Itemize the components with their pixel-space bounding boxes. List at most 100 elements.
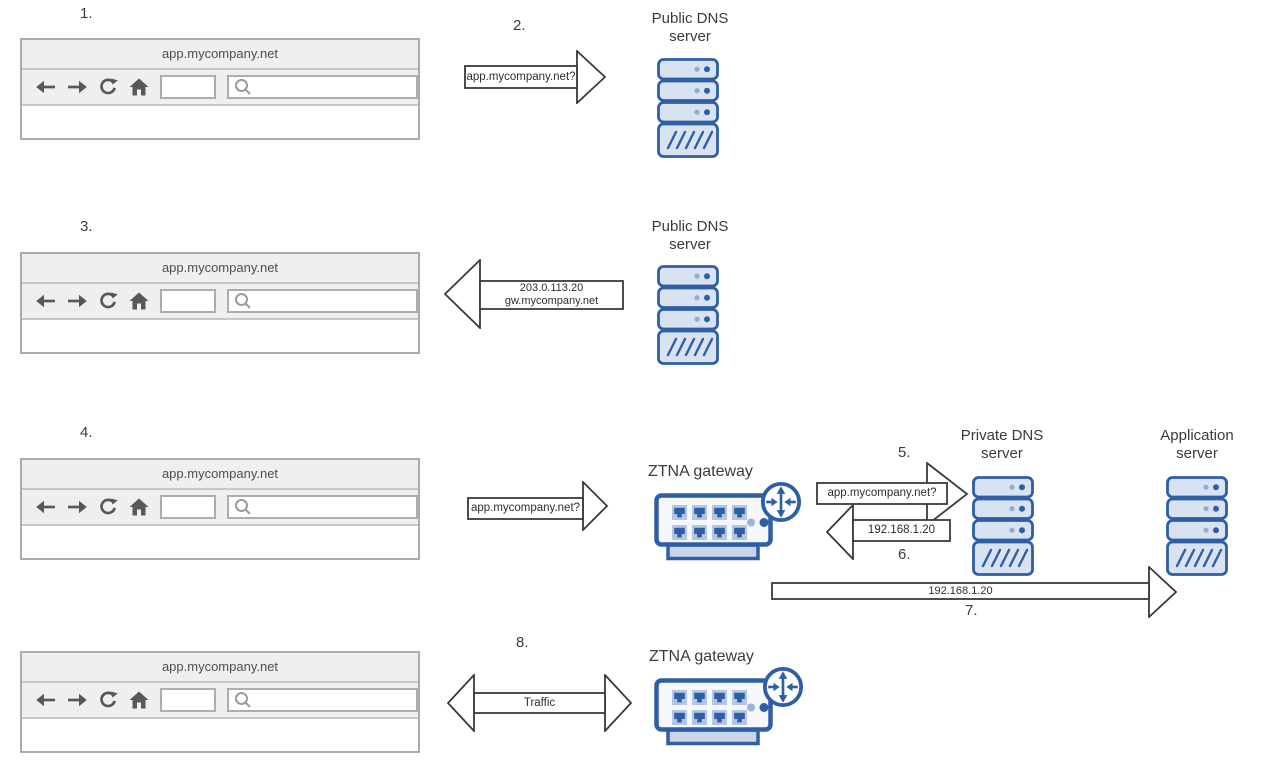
browser-window-2: app.mycompany.net — [20, 252, 420, 354]
forward-icon — [68, 693, 87, 707]
ztna-gateway-1-router-badge-icon — [760, 481, 802, 523]
ztna-gateway-1-label: ZTNA gateway — [648, 463, 753, 480]
search-field[interactable] — [226, 289, 418, 313]
arrow-reply-private-dns-label: 192.168.1.20 — [867, 524, 936, 536]
browser-toolbar — [22, 683, 418, 719]
step-label-2: 2. — [513, 17, 526, 34]
browser-content — [22, 526, 418, 558]
forward-button[interactable] — [66, 497, 88, 517]
home-icon — [129, 498, 149, 516]
home-button[interactable] — [128, 497, 150, 517]
refresh-icon — [100, 498, 118, 515]
back-icon — [36, 500, 55, 514]
search-icon — [234, 692, 251, 708]
small-input[interactable] — [160, 688, 216, 712]
private-dns-server-icon — [972, 476, 1034, 576]
back-icon — [36, 693, 55, 707]
refresh-button[interactable] — [97, 497, 119, 517]
back-button[interactable] — [35, 291, 57, 311]
ethernet-ports — [672, 690, 747, 725]
home-icon — [129, 691, 149, 709]
arrow-reply-public-dns — [444, 259, 624, 329]
back-button[interactable] — [35, 77, 57, 97]
browser-toolbar — [22, 284, 418, 320]
ztna-gateway-2-switch-icon — [654, 678, 773, 746]
home-button[interactable] — [128, 77, 150, 97]
search-icon — [234, 293, 251, 309]
back-icon — [36, 80, 55, 94]
home-icon — [129, 78, 149, 96]
search-field[interactable] — [226, 75, 418, 99]
refresh-button[interactable] — [97, 77, 119, 97]
small-input[interactable] — [160, 289, 216, 313]
url-bar: app.mycompany.net — [22, 40, 418, 70]
arrow-query-public-dns — [464, 50, 606, 104]
forward-button[interactable] — [66, 291, 88, 311]
arrow-query-ztna-gateway — [467, 481, 609, 531]
small-input[interactable] — [160, 75, 216, 99]
refresh-icon — [100, 78, 118, 95]
forward-icon — [68, 80, 87, 94]
search-field[interactable] — [226, 688, 418, 712]
step-label-4: 4. — [80, 424, 93, 441]
step-label-3: 3. — [80, 218, 93, 235]
browser-content — [22, 320, 418, 352]
refresh-button[interactable] — [97, 690, 119, 710]
refresh-icon — [100, 292, 118, 309]
home-icon — [129, 292, 149, 310]
forward-button[interactable] — [66, 690, 88, 710]
step-label-1: 1. — [80, 5, 93, 22]
forward-icon — [68, 500, 87, 514]
step-label-5: 5. — [898, 444, 911, 461]
small-input[interactable] — [160, 495, 216, 519]
ethernet-ports — [672, 505, 747, 540]
url-text: app.mycompany.net — [161, 260, 279, 275]
url-bar: app.mycompany.net — [22, 254, 418, 284]
arrow-query-private-dns-label: app.mycompany.net? — [827, 487, 937, 499]
arrow-forward-to-app — [771, 566, 1178, 618]
search-icon — [234, 79, 251, 95]
refresh-button[interactable] — [97, 291, 119, 311]
ztna-gateway-2-label: ZTNA gateway — [649, 648, 754, 665]
public-dns-server-1-icon — [657, 58, 719, 158]
step-label-8: 8. — [516, 634, 529, 651]
step-label-7: 7. — [965, 602, 978, 619]
home-button[interactable] — [128, 690, 150, 710]
home-button[interactable] — [128, 291, 150, 311]
arrow-traffic-label: Traffic — [523, 697, 556, 709]
url-bar: app.mycompany.net — [22, 460, 418, 490]
public-dns-server-2-icon — [657, 265, 719, 365]
forward-button[interactable] — [66, 77, 88, 97]
browser-window-1: app.mycompany.net — [20, 38, 420, 140]
back-icon — [36, 294, 55, 308]
search-field[interactable] — [226, 495, 418, 519]
arrow-forward-to-app-label: 192.168.1.20 — [928, 585, 993, 597]
back-button[interactable] — [35, 690, 57, 710]
arrow-query-public-dns-label: app.mycompany.net? — [466, 71, 576, 83]
back-button[interactable] — [35, 497, 57, 517]
arrow-traffic — [447, 674, 632, 732]
ztna-gateway-2-router-badge-icon — [762, 666, 804, 708]
search-icon — [234, 499, 251, 515]
browser-toolbar — [22, 70, 418, 106]
url-text: app.mycompany.net — [161, 46, 279, 61]
browser-window-4: app.mycompany.net — [20, 651, 420, 753]
arrow-query-ztna-gateway-label: app.mycompany.net? — [470, 502, 581, 514]
ztna-gateway-1-switch-icon — [654, 493, 773, 561]
url-bar: app.mycompany.net — [22, 653, 418, 683]
url-text: app.mycompany.net — [161, 466, 279, 481]
arrow-reply-private-dns — [826, 504, 951, 560]
url-text: app.mycompany.net — [161, 659, 279, 674]
forward-icon — [68, 294, 87, 308]
browser-content — [22, 719, 418, 751]
arrow-query-private-dns — [816, 462, 969, 526]
browser-content — [22, 106, 418, 138]
browser-window-3: app.mycompany.net — [20, 458, 420, 560]
refresh-icon — [100, 691, 118, 708]
